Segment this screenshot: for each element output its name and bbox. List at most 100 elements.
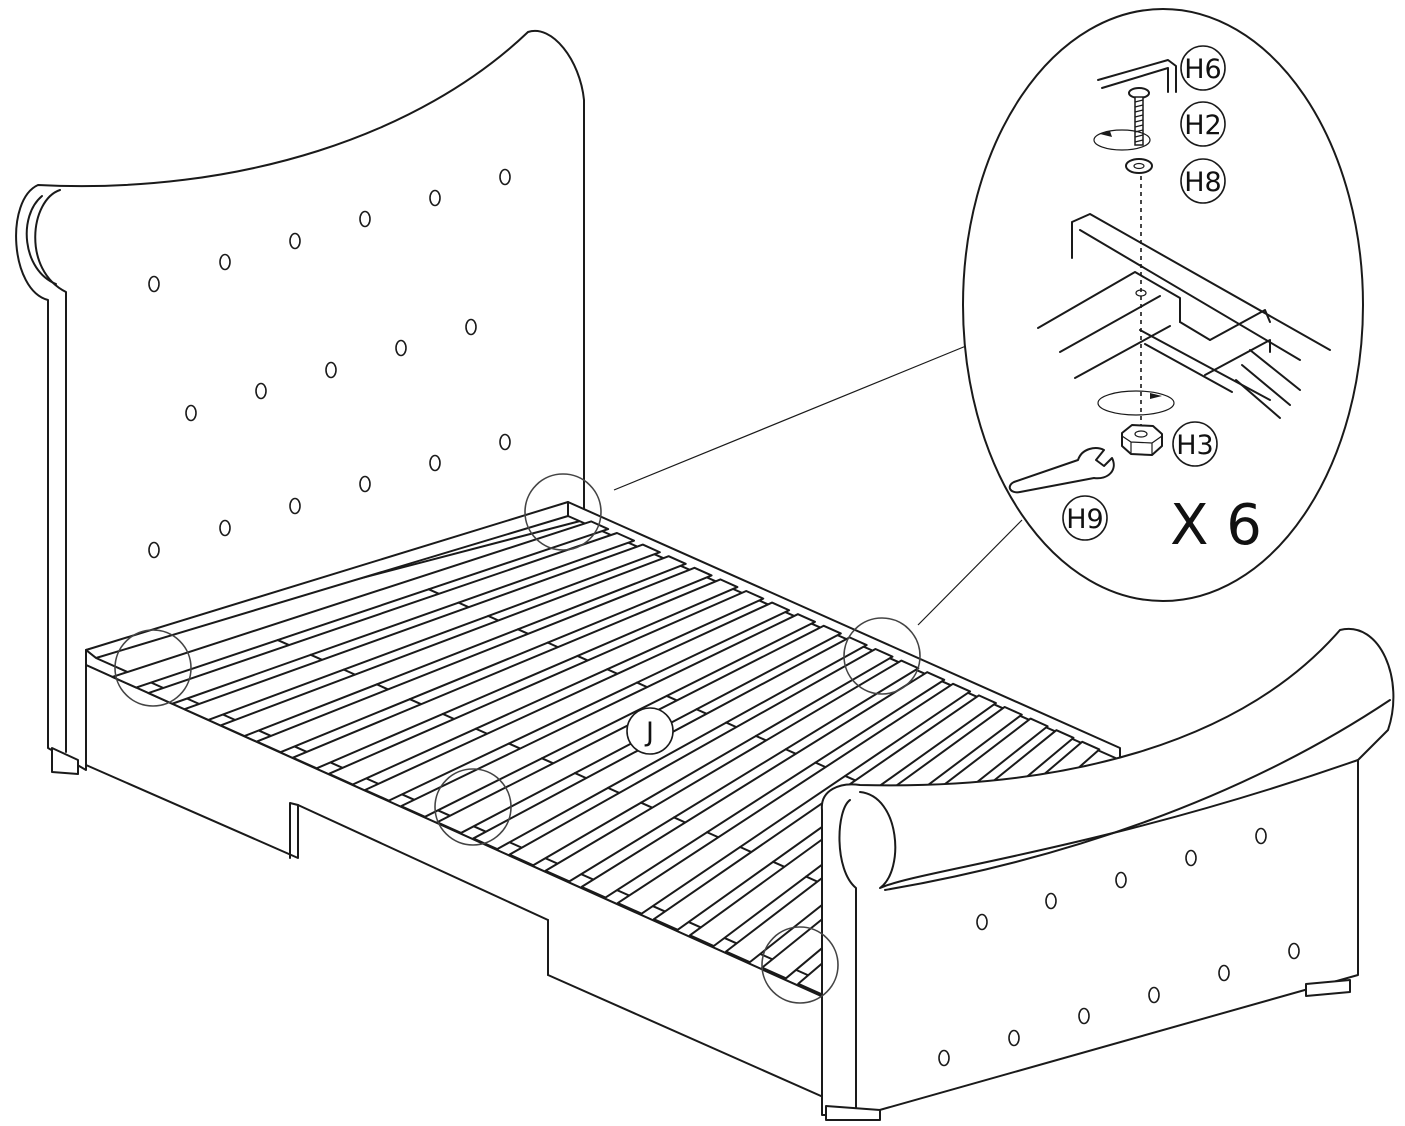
slat — [255, 566, 713, 754]
slat-support — [375, 683, 390, 691]
connection-marker — [434, 768, 512, 846]
tufting-button — [219, 519, 231, 537]
slat-support — [441, 712, 456, 720]
headboard-roll-spiral — [25, 195, 57, 285]
slat-support — [739, 846, 753, 854]
slats-label: J — [644, 717, 654, 748]
connection-marker — [114, 629, 192, 707]
detail-view: H6 H2 H8 H3 H9 X 6 — [962, 8, 1364, 602]
slat-support — [695, 708, 708, 715]
tufting-button — [1115, 871, 1127, 889]
slat-support — [342, 668, 357, 676]
tufting-button — [395, 339, 407, 357]
slat-support — [546, 641, 559, 649]
svg-text:H3: H3 — [1176, 430, 1213, 461]
slat-support — [540, 757, 555, 765]
headboard-foot — [51, 747, 79, 775]
tufting-button — [1218, 964, 1230, 982]
footboard-roll-inner — [838, 799, 857, 1111]
rotate-arrow-icon — [1093, 129, 1151, 151]
bolt-icon — [1128, 87, 1150, 146]
under-frame-edge — [289, 802, 549, 976]
connection-marker — [843, 617, 921, 695]
slats-label-group: J — [626, 707, 674, 755]
svg-text:H8: H8 — [1184, 167, 1221, 198]
quantity-label: X 6 — [1170, 493, 1262, 558]
headboard-roll-inner — [34, 189, 67, 753]
tufting-button — [1255, 827, 1267, 845]
slat-support — [309, 653, 324, 661]
connection-marker — [524, 473, 602, 551]
tufting-button — [429, 189, 441, 207]
detail-leader-line — [613, 345, 967, 491]
slat-support — [606, 668, 619, 675]
connection-point-markers — [114, 473, 921, 1004]
tufting-button — [1008, 1029, 1020, 1047]
footboard-top-curve — [884, 699, 1391, 891]
tufting-button — [465, 318, 477, 336]
slat-support — [665, 694, 678, 702]
tufting-button — [359, 475, 371, 493]
tufting-button — [1078, 1007, 1090, 1025]
slat — [616, 682, 972, 915]
tufting-button — [148, 541, 160, 559]
tufting-button — [219, 253, 231, 271]
slat-support — [507, 742, 522, 750]
slat — [508, 647, 894, 867]
svg-text:H6: H6 — [1184, 54, 1221, 85]
svg-text:H2: H2 — [1184, 110, 1221, 141]
headboard-panel — [15, 29, 585, 771]
part-label-h8: H8 — [1180, 158, 1226, 204]
slat — [364, 601, 791, 802]
slat-support — [517, 628, 530, 635]
part-label-h3: H3 — [1172, 421, 1218, 467]
detail-ellipse — [962, 8, 1364, 602]
slat-support — [673, 816, 687, 824]
part-label-h6: H6 — [1180, 45, 1226, 91]
tufting-button — [1288, 942, 1300, 960]
slat-support — [805, 875, 819, 883]
slat-support — [487, 614, 500, 622]
slat — [400, 613, 816, 818]
detail-leader-line — [917, 519, 1023, 626]
tufting-button — [185, 404, 197, 422]
tufting-button — [289, 232, 301, 250]
footboard-foot-right — [1305, 979, 1351, 997]
tufting-button — [289, 497, 301, 515]
tufting-button — [1045, 892, 1057, 910]
slat-support — [427, 588, 440, 595]
tufting-button — [255, 382, 267, 400]
tufting-button — [1148, 986, 1160, 1004]
slat — [183, 543, 661, 721]
tufting-buttons — [148, 168, 1300, 1067]
slat-support — [576, 654, 589, 662]
tufting-button — [976, 913, 988, 931]
slat-support — [725, 721, 738, 729]
slat-support — [607, 786, 621, 794]
footboard-panel — [820, 627, 1395, 1116]
tufting-button — [359, 210, 371, 228]
slat-support — [408, 698, 423, 706]
slat — [291, 578, 739, 770]
slat-support — [573, 772, 588, 780]
tufting-button — [1185, 849, 1197, 867]
slat-support — [457, 601, 470, 609]
slat-support — [706, 831, 720, 839]
slat — [327, 589, 765, 786]
slat-support — [276, 639, 290, 647]
slat — [580, 671, 946, 899]
footboard — [820, 627, 1395, 1121]
headboard — [15, 29, 585, 775]
slat-support — [814, 761, 827, 769]
tufting-button — [148, 275, 160, 293]
slat-support — [640, 801, 654, 809]
slat — [219, 555, 687, 738]
wrench-icon — [1008, 447, 1115, 494]
slat-support — [772, 860, 786, 868]
tufting-button — [429, 454, 441, 472]
slat-support — [754, 734, 768, 742]
slat-support — [474, 727, 489, 735]
tufting-button — [499, 168, 511, 186]
svg-text:H9: H9 — [1066, 504, 1103, 535]
